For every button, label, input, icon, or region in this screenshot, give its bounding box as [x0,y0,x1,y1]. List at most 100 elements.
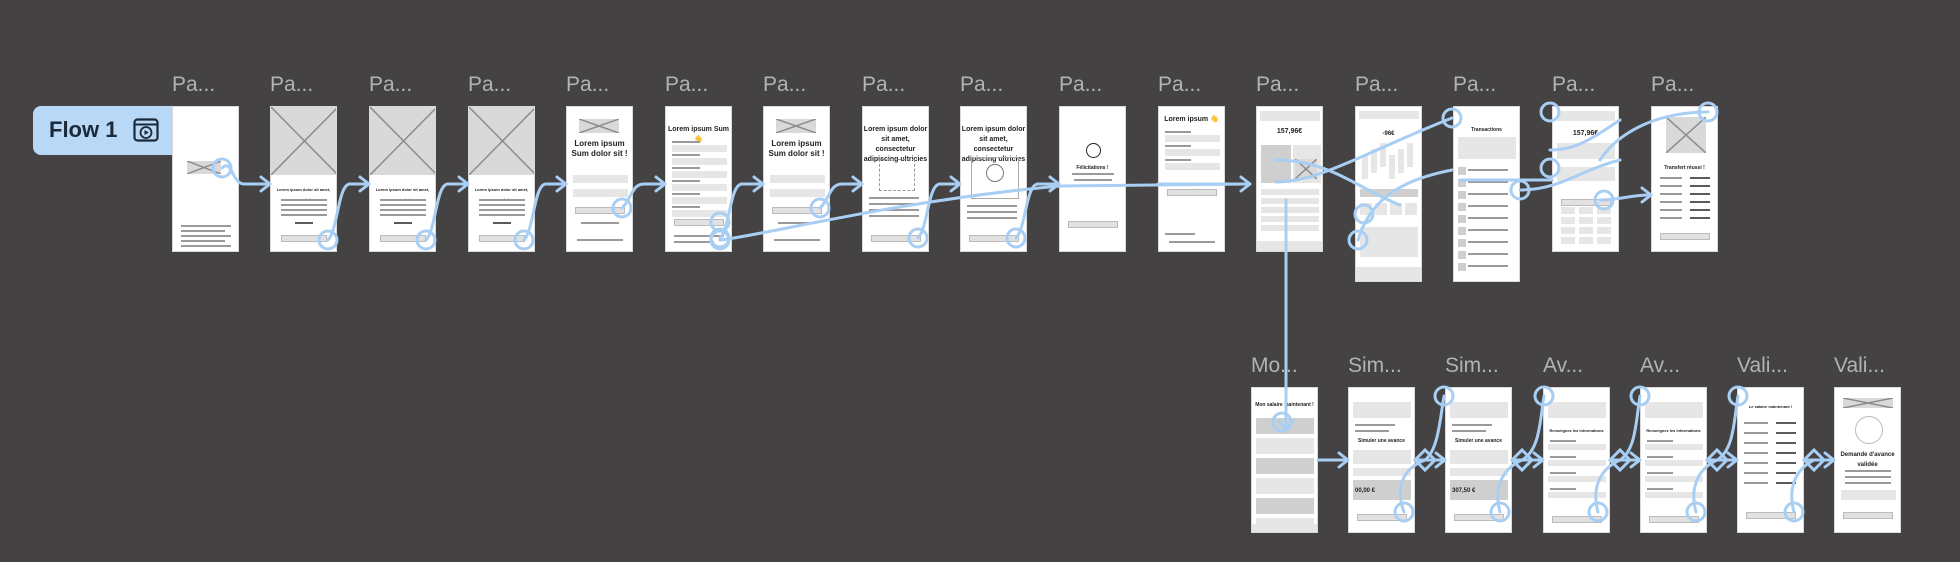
frame-name-label[interactable]: Av... [1543,354,1584,377]
wireframe-screen[interactable]: Lorem ipsum dolor sit amet, consectetur [468,106,535,252]
wireframe-screen[interactable]: Lorem ipsum Sum dolor sit ! [763,106,830,252]
text-line [869,197,919,199]
text-line [1744,472,1768,474]
frame-name-label[interactable]: Pa... [468,73,512,96]
frame-name-label[interactable]: Pa... [763,73,807,96]
frame-name-label[interactable]: Pa... [369,73,413,96]
prototype-play-icon[interactable] [133,118,159,142]
wireframe-screen[interactable]: Transactions [1453,106,1520,282]
frame-heading: Lorem ipsum dolor sit amet, consectetur [375,187,430,202]
frame-name-label[interactable]: Av... [1640,354,1681,377]
frame-name-label[interactable]: Pa... [172,73,216,96]
wireframe-screen[interactable]: Demande d'avance validée [1834,387,1901,533]
frame-button[interactable] [1357,514,1407,521]
wireframe-screen[interactable]: 157,96€ [1256,106,1323,252]
content-block [1458,137,1516,159]
image-placeholder [187,161,221,174]
frame-button[interactable] [1552,516,1602,523]
frame-name-label[interactable]: Pa... [1256,73,1300,96]
text-line [869,203,919,205]
wireframe-screen[interactable]: Lorem ipsum 👋 [1158,106,1225,252]
image-placeholder [579,119,619,133]
text-line [1355,430,1389,432]
frame-button[interactable] [871,235,921,242]
wireframe-screen[interactable] [172,106,239,252]
content-block [1458,227,1466,235]
content-block [1597,237,1611,244]
frame-button[interactable] [674,219,724,226]
frame-name-label[interactable]: Sim... [1348,354,1402,377]
wireframe-screen[interactable]: Lorem ipsum dolor sit amet, consectetur … [862,106,929,252]
connection-wire[interactable] [1423,394,1446,462]
connection-wire[interactable] [1520,394,1546,462]
wireframe-screen[interactable]: Lorem ipsum dolor sit amet, consectetur … [960,106,1027,252]
content-block [1579,227,1593,234]
frame-button[interactable] [1843,512,1893,519]
frame-button[interactable] [1746,512,1796,519]
frame-heading: Lorem ipsum Sum 👋 [667,126,730,143]
frame-name-label[interactable]: Vali... [1737,354,1788,377]
frame-name-label[interactable]: Pa... [1552,73,1596,96]
frame-heading: Félicitations ! [1076,165,1109,171]
text-line [1744,432,1768,434]
frame-button[interactable] [1167,189,1217,196]
wireframe-screen[interactable]: Lorem ipsum dolor sit amet, consectetur [270,106,337,252]
connection-diamond [1412,447,1438,473]
content-block [1548,402,1606,418]
wireframe-screen[interactable]: Le salaire maintenant ! [1737,387,1804,533]
connection-wire[interactable] [1715,394,1740,462]
content-block [573,189,628,197]
content-block [1165,149,1220,156]
content-block [1458,251,1466,259]
frame-name-label[interactable]: Pa... [1059,73,1103,96]
frame-name-label[interactable]: Sim... [1445,354,1499,377]
frame-name-label[interactable]: Mo... [1251,354,1298,377]
text-line [479,204,525,206]
frame-name-label[interactable]: Pa... [1355,73,1399,96]
frame-name-label[interactable]: Pa... [1453,73,1497,96]
frame-button[interactable] [479,235,525,242]
wireframe-screen[interactable]: Lorem ipsum Sum dolor sit ! [566,106,633,252]
content-block [1360,227,1418,257]
frame-button[interactable] [969,235,1019,242]
wireframe-screen[interactable]: Renseignez les informations [1543,387,1610,533]
frame-button[interactable] [575,207,625,214]
frame-button[interactable] [380,235,426,242]
content-block [1645,492,1703,498]
wireframe-screen[interactable]: Renseignez les informations [1640,387,1707,533]
text-line [1690,177,1710,179]
frame-name-label[interactable]: Pa... [566,73,610,96]
frame-button[interactable] [1068,221,1118,228]
frame-button[interactable] [1561,199,1611,206]
wireframe-screen[interactable]: Mon salaire maintenant ! [1251,387,1318,533]
wireframe-screen[interactable]: Transfert réussi ! [1651,106,1718,252]
frame-button[interactable] [772,207,822,214]
connection-arrowhead [1337,451,1350,469]
frame-name-label[interactable]: Pa... [960,73,1004,96]
connection-diamond [1607,447,1633,473]
text-line [281,209,327,211]
text-line [380,214,426,216]
frame-name-label[interactable]: Pa... [1651,73,1695,96]
frame-name-label[interactable]: Vali... [1834,354,1885,377]
content-block [1390,203,1402,215]
text-line [1660,209,1682,211]
frame-button[interactable] [281,235,327,242]
frame-button[interactable] [1454,514,1504,521]
wireframe-screen[interactable]: 157,96€ [1552,106,1619,252]
frame-name-label[interactable]: Pa... [665,73,709,96]
frame-name-label[interactable]: Pa... [862,73,906,96]
frame-button[interactable] [1660,233,1710,240]
frame-name-label[interactable]: Pa... [270,73,314,96]
wireframe-screen[interactable]: Félicitations ! [1059,106,1126,252]
wireframe-screen[interactable]: Lorem ipsum Sum 👋 [665,106,732,252]
wireframe-screen[interactable]: Lorem ipsum dolor sit amet, consectetur [369,106,436,252]
frame-button[interactable] [1649,516,1699,523]
wireframe-screen[interactable]: -96€ [1355,106,1422,282]
flow-start-badge[interactable]: Flow 1 [33,106,172,155]
content-block [1458,203,1466,211]
connection-wire[interactable] [1618,394,1642,462]
frame-name-label[interactable]: Pa... [1158,73,1202,96]
